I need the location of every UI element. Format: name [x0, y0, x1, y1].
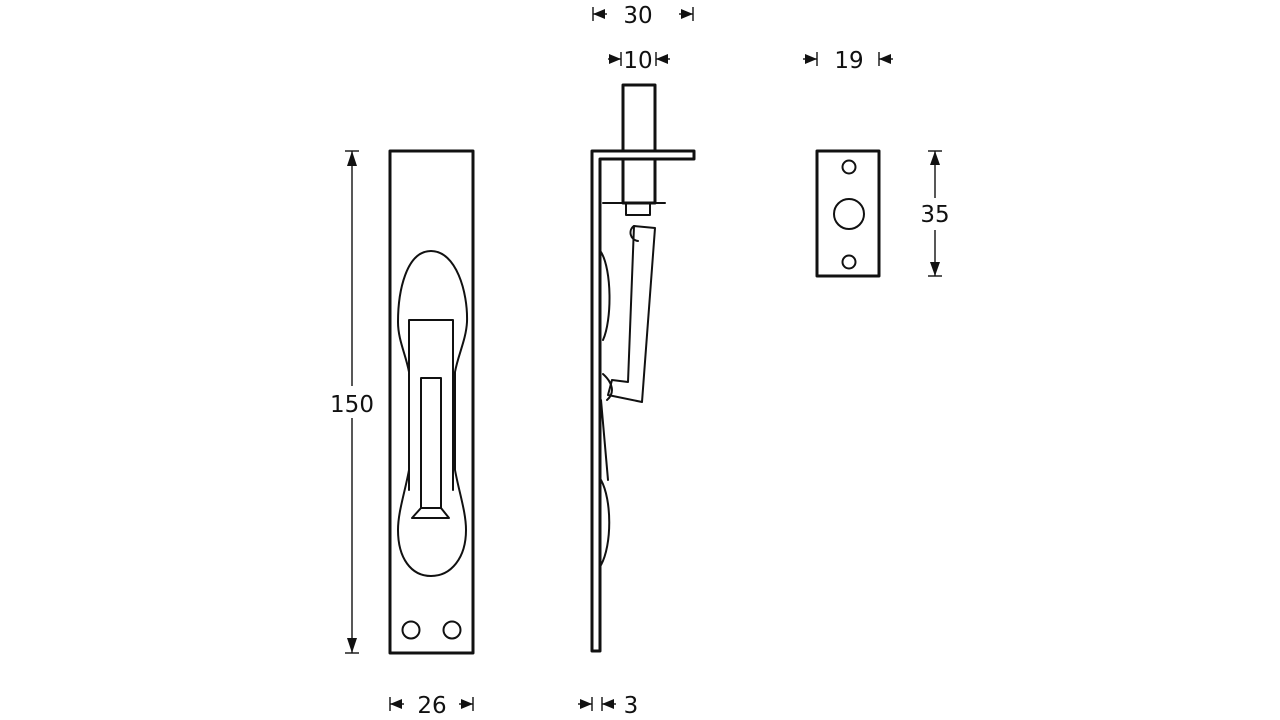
lever-profile-lower	[600, 479, 611, 566]
dimension-plate-width: 26	[389, 693, 474, 719]
bolt-end	[625, 202, 651, 216]
screw-hole-left	[401, 620, 421, 640]
bolt-tip	[411, 507, 450, 519]
dimension-label-10: 10	[623, 48, 652, 74]
dimension-plate-thickness: 3	[578, 693, 638, 719]
lever-profile-upper	[600, 251, 611, 341]
dimension-label-19: 19	[834, 48, 863, 74]
bolt-slot	[420, 377, 442, 509]
lever-body	[408, 319, 454, 491]
keep-view	[815, 149, 881, 278]
dimension-label-26: 26	[417, 693, 446, 719]
linkage-pivot	[629, 225, 639, 242]
side-plate	[590, 149, 696, 653]
dimension-label-150: 150	[330, 392, 374, 418]
keep-screw-hole-top	[841, 159, 857, 175]
dimension-keep-width: 19	[803, 48, 893, 74]
lever-profile-mid	[602, 373, 613, 401]
linkage-arm	[607, 225, 656, 403]
screw-hole-right	[442, 620, 462, 640]
side-view	[590, 83, 696, 653]
dimension-label-3: 3	[624, 693, 639, 719]
keep-screw-hole-bottom	[841, 254, 857, 270]
dimension-keep-height: 35	[920, 150, 950, 277]
dimension-plate-height: 150	[330, 150, 374, 654]
keep-plate	[815, 149, 881, 278]
face-plate	[388, 149, 475, 655]
front-view	[388, 149, 475, 655]
dimension-bolt-width: 10	[608, 48, 670, 74]
dimension-label-30: 30	[623, 3, 652, 29]
lever-recess	[397, 250, 469, 577]
dimension-label-35: 35	[920, 202, 949, 228]
side-bolt	[621, 83, 657, 205]
dimension-overall-depth: 30	[592, 3, 694, 29]
lever-profile-link	[600, 399, 609, 481]
keep-bolt-hole	[833, 198, 865, 230]
